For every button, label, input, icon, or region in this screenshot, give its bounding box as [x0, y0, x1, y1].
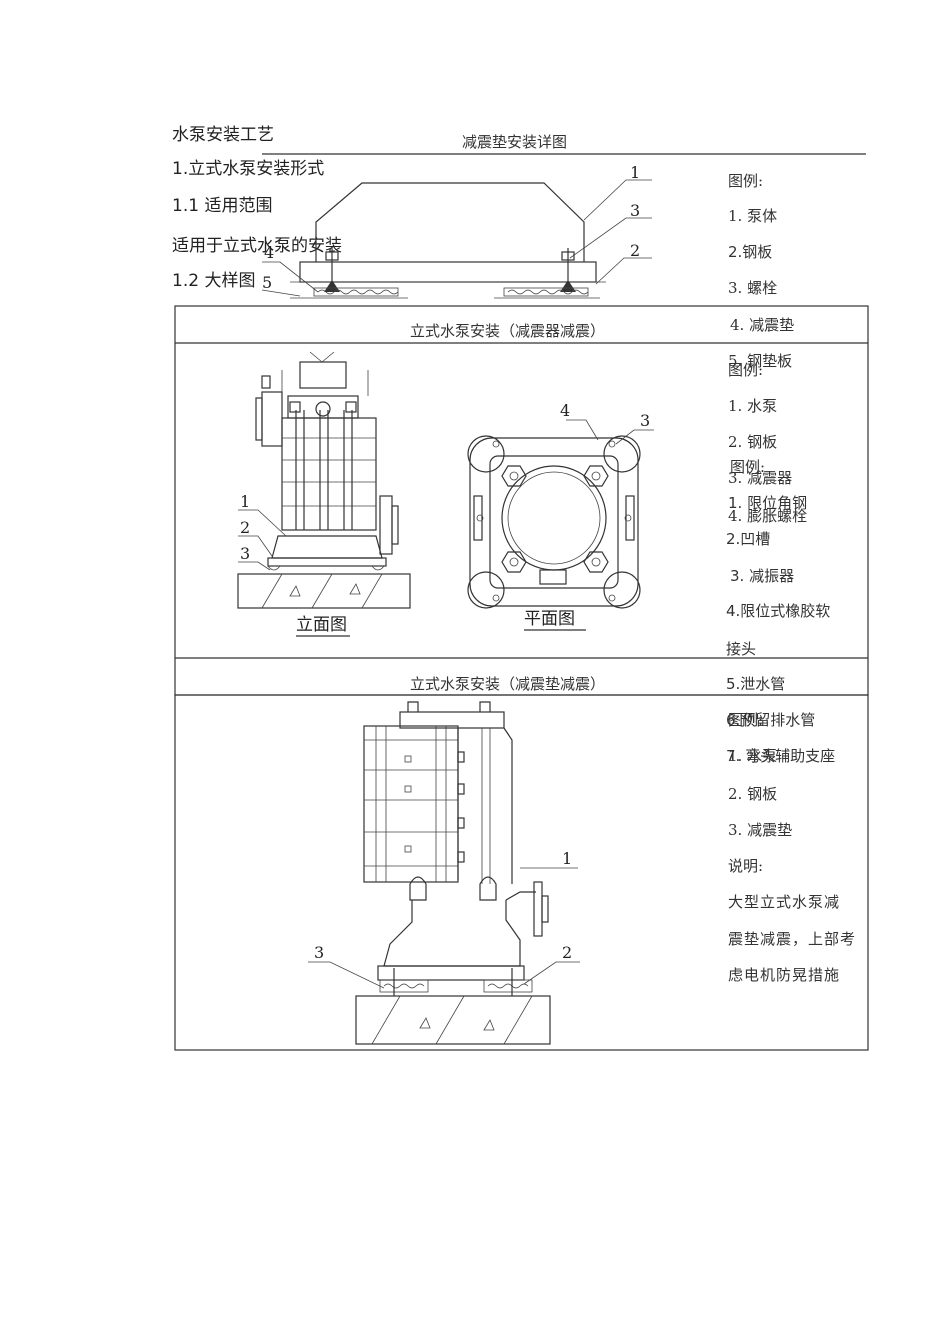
panel2-note-line: 震垫减震，上部考: [728, 930, 857, 948]
panel1-plan-view: 4 3 平面图: [467, 401, 654, 631]
panel2-legend-item: 2. 钢板: [728, 785, 778, 803]
elevation-caption: 立面图: [296, 615, 347, 635]
panel2-legend-item: 1. 水泵: [728, 747, 778, 765]
panel1-legend-b-item: 1. 限位角钢: [728, 494, 808, 512]
top-legend-item: 5. 钢垫板: [728, 352, 793, 370]
elev-callout-3: 3: [240, 544, 250, 563]
panel1-legend-a-item: 4. 膨胀螺栓: [728, 507, 808, 525]
top-legend-item: 1. 泵体: [728, 207, 778, 225]
panel2-pump-drawing: 1 3 2: [308, 701, 580, 1045]
panel1-legend-a-item: 1. 水泵: [728, 397, 778, 415]
panel2-callout-3: 3: [314, 943, 324, 962]
panel1-frame: [174, 305, 869, 696]
panel1-legend-b-item: 2.凹槽: [726, 530, 771, 548]
panel1-legend-b-item: 7. 弯头辅助支座: [726, 747, 836, 765]
panel1-legend-b-item: 5.泄水管: [726, 675, 786, 693]
panel2-legend-heading: 图例:: [728, 711, 764, 729]
top-damping-pad-right: [494, 287, 600, 299]
top-callouts: 1 3 2 4 5: [261, 163, 652, 297]
scope-text: 适用于立式水泵的安装: [172, 236, 342, 256]
callout-5: 5: [262, 273, 272, 292]
plan-callout-4: 4: [560, 401, 570, 420]
top-legend-heading: 图例:: [728, 172, 764, 190]
plan-callout-3: 3: [640, 411, 650, 430]
top-legend-item: 3. 螺栓: [728, 279, 778, 297]
panel2-callout-1: 1: [562, 849, 572, 868]
panel2-legend-item: 3. 减震垫: [728, 821, 793, 839]
top-pump-body: [290, 182, 606, 283]
panel1-legend-b-item: 4.限位式橡胶软: [726, 602, 831, 620]
top-damping-pad-left: [290, 287, 408, 299]
panel1-legend-a-item: 2. 钢板: [728, 433, 778, 451]
panel1-legend-b-item: 3. 减振器: [730, 567, 795, 585]
section-heading-1: 1.立式水泵安装形式: [172, 159, 325, 179]
callout-3: 3: [630, 201, 640, 220]
top-bolt-right: [560, 248, 576, 292]
callout-2: 2: [630, 241, 640, 260]
panel1-legend-b-item: 接头: [726, 640, 757, 658]
top-legend-item: 2.钢板: [728, 243, 773, 261]
panel1-legend-a-item: 3. 减震器: [728, 469, 793, 487]
section-heading-1-1: 1.1 适用范围: [172, 196, 273, 216]
plan-caption: 平面图: [524, 609, 575, 629]
top-bolt-left: [324, 248, 340, 292]
top-detail-title: 减震垫安装详图: [462, 133, 568, 151]
callout-4: 4: [264, 243, 274, 262]
panel2-note-line: 虑电机防晃措施: [728, 966, 841, 984]
page-title: 水泵安装工艺: [172, 125, 274, 145]
top-legend-item: 4. 减震垫: [730, 316, 795, 334]
panel2-callout-2: 2: [562, 943, 572, 962]
panel1-elevation-view: 1 2 3 立面图: [237, 351, 411, 637]
callout-1: 1: [630, 163, 640, 182]
panel1-legend-b-heading: 图例:: [730, 458, 766, 476]
panel2-title: 立式水泵安装（减震垫减震）: [410, 675, 606, 693]
panel1-legend-b-item: 6.预留排水管: [726, 711, 816, 729]
section-heading-1-2: 1.2 大样图: [172, 271, 256, 291]
panel1-title: 立式水泵安装（减震器减震）: [410, 322, 606, 340]
panel2-note-line: 大型立式水泵减: [728, 893, 841, 911]
panel2-frame: [174, 694, 869, 1051]
elev-callout-1: 1: [240, 492, 250, 511]
panel2-note-heading: 说明:: [728, 857, 764, 875]
elev-callout-2: 2: [240, 518, 250, 537]
panel1-legend-a-heading: 图例:: [728, 361, 764, 379]
